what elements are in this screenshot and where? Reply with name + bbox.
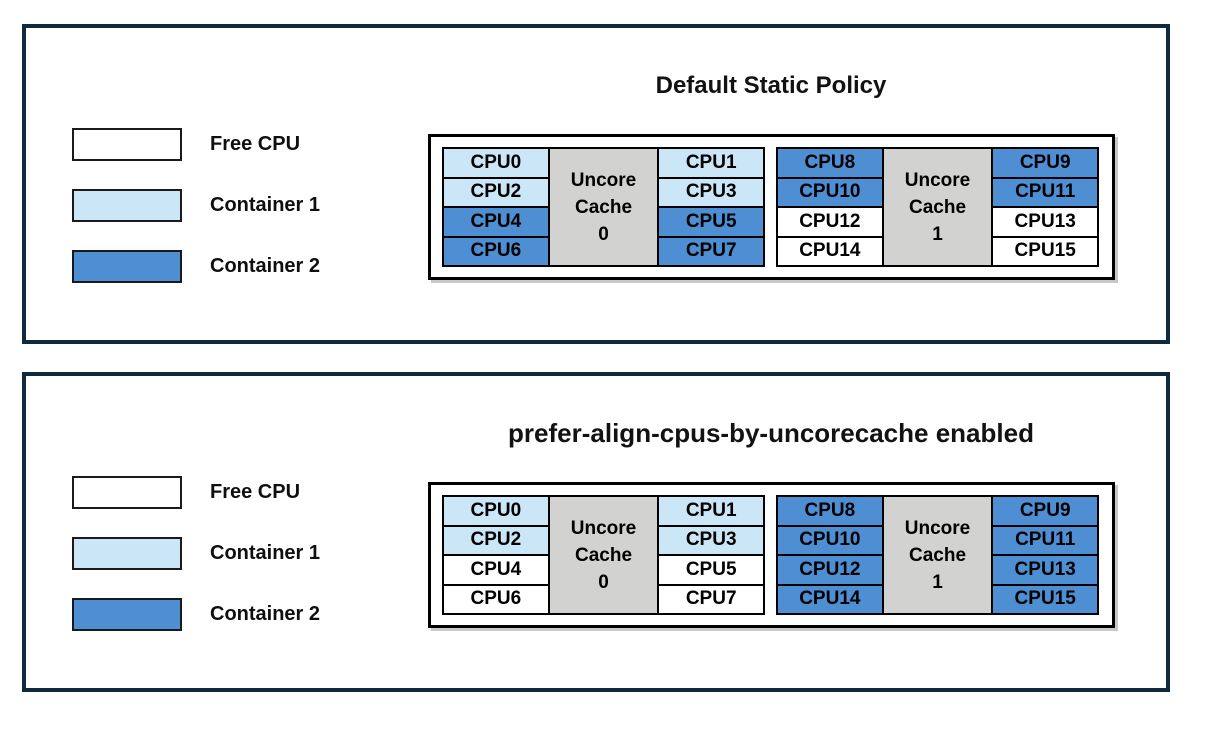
- cpu-cell-cpu14: CPU14: [776, 235, 884, 267]
- panel-default-static-policy: Default Static Policy Free CPU Container…: [22, 24, 1170, 344]
- uncore-cache-label-line: Cache: [908, 544, 967, 566]
- uncore-cache-0-box: Uncore Cache 0: [547, 147, 660, 267]
- legend-label: Container 1: [210, 542, 321, 564]
- cpu-cell-cpu13: CPU13: [991, 554, 1100, 586]
- cpu-cell-cpu15: CPU15: [991, 235, 1100, 267]
- cpu-cell-cpu15: CPU15: [991, 583, 1100, 615]
- container2-swatch: [72, 598, 182, 631]
- legend-label: Container 2: [210, 603, 321, 625]
- legend-label: Free CPU: [210, 481, 301, 503]
- cpu-cell-cpu12: CPU12: [776, 554, 884, 586]
- uncore-cache-label-line: 0: [598, 223, 609, 245]
- cpu-cell-cpu6: CPU6: [442, 235, 550, 267]
- container2-swatch: [72, 250, 182, 283]
- uncore-cache-label-line: Cache: [574, 196, 633, 218]
- cpu-cell-cpu1: CPU1: [657, 495, 766, 527]
- uncore-cache-label-line: Uncore: [904, 517, 971, 539]
- panel-title: prefer-align-cpus-by-uncorecache enabled: [508, 418, 1034, 448]
- legend-item-container-1: Container 1: [72, 537, 320, 570]
- legend: Free CPU Container 1 Container 2: [72, 128, 320, 311]
- uncore-cache-label-line: Uncore: [570, 517, 637, 539]
- cpu-cell-cpu6: CPU6: [442, 583, 550, 615]
- cpu-cell-cpu1: CPU1: [657, 147, 766, 179]
- uncore-cache-1-box: Uncore Cache 1: [881, 147, 994, 267]
- legend-label: Container 1: [210, 194, 321, 216]
- uncore-cache-label-line: Uncore: [904, 169, 971, 191]
- uncore-cache-label-line: 0: [598, 571, 609, 593]
- cpu-cell-cpu13: CPU13: [991, 206, 1100, 238]
- cpu-cell-cpu4: CPU4: [442, 206, 550, 238]
- uncore-cache-label-line: Cache: [908, 196, 967, 218]
- uncore-cache-label-line: Uncore: [570, 169, 637, 191]
- cpu-cell-cpu11: CPU11: [991, 524, 1100, 556]
- legend-item-container-1: Container 1: [72, 189, 320, 222]
- cpu-cell-cpu5: CPU5: [657, 554, 766, 586]
- cpu-cell-cpu0: CPU0: [442, 495, 550, 527]
- legend: Free CPU Container 1 Container 2: [72, 476, 320, 659]
- cpu-cell-cpu9: CPU9: [991, 495, 1100, 527]
- uncore-cache-label-line: 1: [932, 223, 943, 245]
- uncore-cache-1-box: Uncore Cache 1: [881, 495, 994, 615]
- cpu-cell-cpu8: CPU8: [776, 495, 884, 527]
- container1-swatch: [72, 537, 182, 570]
- cpu-cell-cpu4: CPU4: [442, 554, 550, 586]
- cpu-cell-cpu3: CPU3: [657, 524, 766, 556]
- cpu-cell-cpu14: CPU14: [776, 583, 884, 615]
- legend-label: Container 2: [210, 255, 321, 277]
- uncore-cache-label-line: Cache: [574, 544, 633, 566]
- legend-item-container-2: Container 2: [72, 250, 320, 283]
- legend-item-free-cpu: Free CPU: [72, 476, 320, 509]
- legend-item-free-cpu: Free CPU: [72, 128, 320, 161]
- cpu-cell-cpu0: CPU0: [442, 147, 550, 179]
- cpu-cell-cpu7: CPU7: [657, 235, 766, 267]
- legend-label: Free CPU: [210, 133, 301, 155]
- cpu-cell-cpu3: CPU3: [657, 176, 766, 208]
- cpu-cell-cpu2: CPU2: [442, 176, 550, 208]
- container1-swatch: [72, 189, 182, 222]
- free-cpu-swatch: [72, 476, 182, 509]
- cpu-cell-cpu11: CPU11: [991, 176, 1100, 208]
- cpu-cell-cpu5: CPU5: [657, 206, 766, 238]
- uncore-cache-label-line: 1: [932, 571, 943, 593]
- cpu-cell-cpu2: CPU2: [442, 524, 550, 556]
- cpu-cell-cpu9: CPU9: [991, 147, 1100, 179]
- cpu-cell-cpu10: CPU10: [776, 176, 884, 208]
- uncore-cache-0-box: Uncore Cache 0: [547, 495, 660, 615]
- panel-title: Default Static Policy: [655, 72, 887, 99]
- cpu-cell-cpu8: CPU8: [776, 147, 884, 179]
- cpu-cell-cpu10: CPU10: [776, 524, 884, 556]
- legend-item-container-2: Container 2: [72, 598, 320, 631]
- free-cpu-swatch: [72, 128, 182, 161]
- cpu-cell-cpu7: CPU7: [657, 583, 766, 615]
- cpu-cell-cpu12: CPU12: [776, 206, 884, 238]
- panel-prefer-align-uncorecache: prefer-align-cpus-by-uncorecache enabled…: [22, 372, 1170, 692]
